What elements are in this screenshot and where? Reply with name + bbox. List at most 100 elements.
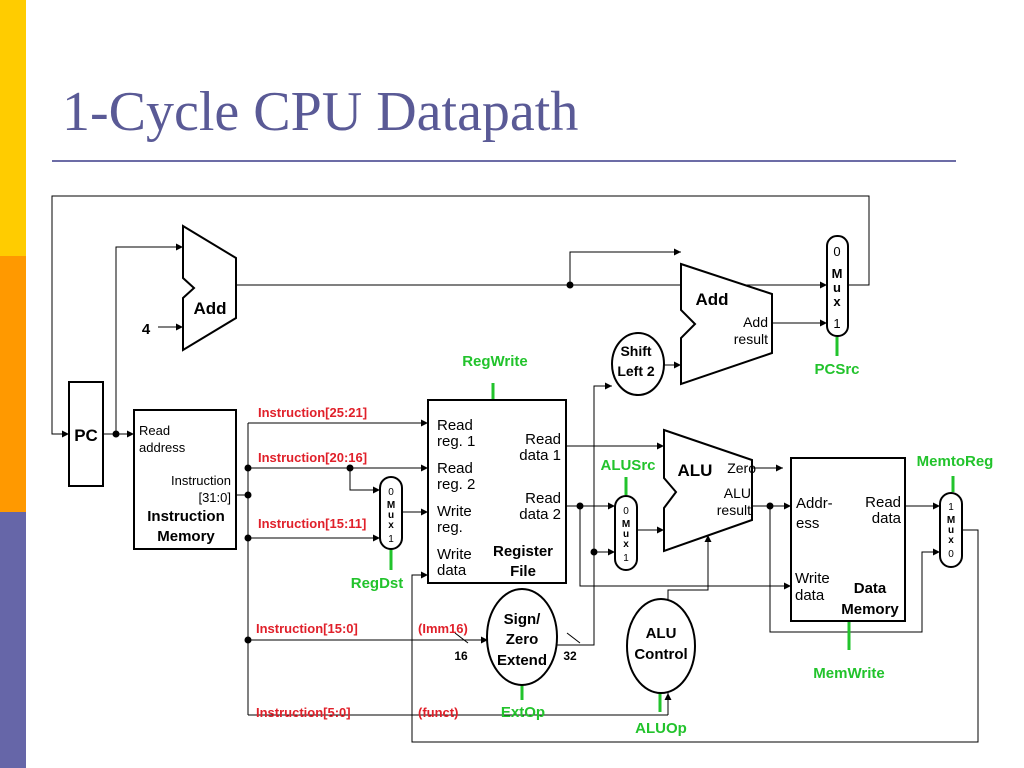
svg-text:M: M [387,500,395,511]
shift-left-2: Shift Left 2 [611,332,665,396]
svg-text:ALU: ALU [646,625,677,642]
alu-control: ALU Control [626,598,696,694]
svg-text:Extend: Extend [497,652,547,669]
svg-text:Sign/: Sign/ [504,611,541,628]
junction [244,491,252,499]
label-instr-rs: Instruction[25:21] [258,405,367,420]
svg-text:data 2: data 2 [519,506,561,523]
junction [766,502,774,510]
label-imm16: (Imm16) [418,621,468,636]
svg-text:u: u [833,280,841,295]
wire-pc4-to-branch-add [569,248,681,285]
junction [590,548,598,556]
branch-adder-label: Add [695,290,728,309]
svg-text:Read: Read [865,494,901,511]
svg-text:Left 2: Left 2 [617,363,655,379]
svg-text:0: 0 [948,549,954,560]
branch-adder: Add Add result [680,262,773,386]
svg-text:1: 1 [623,553,629,564]
branch-adder-out-line2: result [734,331,768,347]
svg-text:Shift: Shift [620,343,651,359]
instruction-field-labels: Instruction[25:21] Instruction[20:16] In… [256,405,468,720]
alu-label: ALU [678,461,713,480]
branch-adder-out-line1: Add [743,314,768,330]
svg-text:[31:0]: [31:0] [198,490,231,505]
svg-text:Write: Write [795,570,830,587]
wire-32-slash [566,632,581,644]
title-underline [52,160,956,162]
svg-text:u: u [388,510,394,521]
pc-mux: 0 M u x 1 [826,235,849,337]
svg-text:Write: Write [437,546,472,563]
svg-text:reg. 2: reg. 2 [437,476,475,493]
svg-text:M: M [622,519,630,530]
width-16: 16 [454,649,468,663]
wire-aluctl-to-alu [667,535,712,600]
svg-text:Memory: Memory [157,528,215,545]
junction [112,430,120,438]
signal-memtoreg: MemtoReg [917,453,994,470]
pc-adder-label: Add [193,299,226,318]
svg-text:data: data [437,562,467,579]
svg-text:Read: Read [525,431,561,448]
register-file: Read reg. 1 Read reg. 2 Write reg. Write… [427,399,567,584]
wire-alu-to-memtoreg [769,506,940,633]
svg-text:M: M [947,515,955,526]
wire-ext-to-shift [557,382,612,646]
wires [51,195,979,743]
junction [244,636,252,644]
alu: ALU Zero ALU result [663,428,756,553]
memtoreg-mux: 1 M u x 0 [939,492,963,568]
svg-text:u: u [948,525,954,536]
pc-label: PC [74,426,98,445]
label-instr-funct: Instruction[5:0] [256,705,351,720]
wire-pc-to-adder [115,243,183,434]
svg-text:Control: Control [634,646,687,663]
accent-strip-orange [0,256,26,512]
data-memory: Addr- ess Read data Write data Data Memo… [790,457,906,622]
svg-text:1: 1 [388,534,394,545]
svg-text:Write: Write [437,503,472,520]
svg-text:ess: ess [796,515,819,532]
signal-extop: ExtOp [501,704,545,721]
svg-text:result: result [717,502,751,518]
control-lines [389,337,955,712]
signal-aluop: ALUOp [635,720,687,737]
svg-text:Instruction: Instruction [171,473,231,488]
svg-text:Read: Read [437,417,473,434]
svg-text:M: M [832,266,843,281]
svg-text:x: x [623,539,629,550]
svg-text:Read: Read [437,460,473,477]
svg-text:1: 1 [948,502,954,513]
wire-rd2-to-dmem [579,506,791,590]
svg-text:Read: Read [525,490,561,507]
svg-text:x: x [388,520,394,531]
svg-text:0: 0 [833,244,840,259]
svg-text:address: address [139,440,186,455]
accent-strip-purple [0,512,26,768]
svg-text:ALU: ALU [724,485,751,501]
accent-strip-yellow [0,0,26,256]
svg-text:data: data [795,587,825,604]
wire-rt-to-regdst [349,468,380,494]
svg-text:Memory: Memory [841,601,899,618]
signal-regwrite: RegWrite [462,353,528,370]
svg-text:data 1: data 1 [519,447,561,464]
signal-memwrite: MemWrite [813,665,884,682]
signal-regdst: RegDst [351,575,404,592]
svg-text:Read: Read [139,423,170,438]
junction [244,464,252,472]
junction [346,464,354,472]
svg-text:Zero: Zero [506,631,539,648]
svg-text:data: data [872,510,902,527]
slide-title: 1-Cycle CPU Datapath [62,81,579,143]
svg-text:u: u [623,529,629,540]
junction [566,281,574,289]
wire-16-slash [454,632,469,644]
wire-pc-next [51,195,870,438]
pc-register: PC [68,381,104,487]
label-instr-imm: Instruction[15:0] [256,621,358,636]
const-four: 4 [142,321,151,338]
label-funct: (funct) [418,705,458,720]
